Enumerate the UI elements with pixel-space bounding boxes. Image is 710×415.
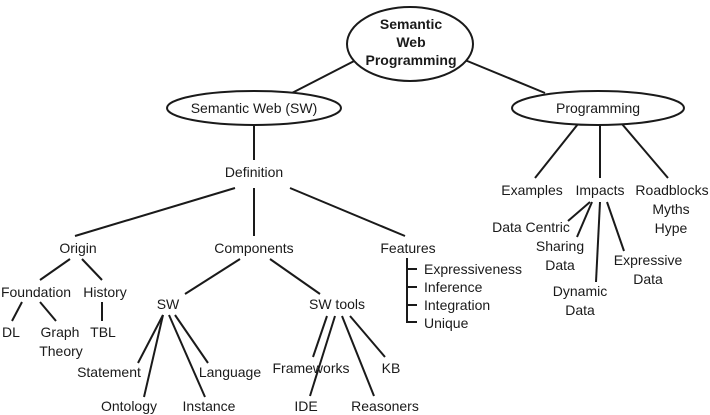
dynamic-data-label-line-2: Data — [565, 302, 595, 318]
dl-label: DL — [2, 324, 20, 340]
sw-label: SW — [157, 296, 180, 312]
edge-components-swtools — [269, 258, 321, 295]
root-label-line-2: Web — [396, 34, 425, 50]
edge-swtools-kb — [349, 315, 386, 358]
edge-impacts-datacentric — [567, 201, 591, 222]
expressive-data-label-line-1: Expressive — [614, 252, 683, 268]
edge-swtools-frameworks — [312, 315, 328, 358]
sharing-data-label-line-1: Sharing — [536, 238, 584, 254]
programming-node[interactable] — [511, 90, 685, 126]
root-node[interactable] — [346, 6, 474, 82]
feature-unique: Unique — [424, 315, 469, 331]
edge-swtools-reasoners — [341, 315, 375, 397]
origin-label: Origin — [59, 240, 96, 256]
myths-label: Myths — [652, 201, 689, 217]
data-centric-label: Data Centric — [492, 219, 570, 235]
edge-sw-instance — [168, 314, 206, 398]
edge-swtools-ide — [309, 315, 336, 397]
sw-tools-label: SW tools — [309, 296, 365, 312]
edge-sw-language — [174, 314, 209, 364]
edge-programming-roadblocks — [621, 123, 669, 179]
edge-root-programming — [459, 57, 546, 94]
statement-label: Statement — [77, 364, 141, 380]
dynamic-data-label-line-1: Dynamic — [553, 283, 607, 299]
edge-definition-origin — [74, 187, 236, 237]
semantic-web-label: Semantic Web (SW) — [191, 100, 318, 116]
feature-integration: Integration — [424, 297, 490, 313]
tbl-label: TBL — [90, 324, 116, 340]
impacts-label: Impacts — [575, 182, 624, 198]
frameworks-label: Frameworks — [272, 360, 349, 376]
edge-impacts-expressive — [606, 201, 625, 252]
examples-label: Examples — [501, 182, 562, 198]
edge-foundation-dl — [11, 301, 23, 322]
ontology-label: Ontology — [101, 398, 157, 414]
language-label: Language — [199, 364, 262, 380]
feature-inference: Inference — [424, 279, 483, 295]
edge-components-sw — [184, 258, 241, 295]
definition-label: Definition — [225, 164, 283, 180]
edge-sw-statement — [137, 314, 164, 364]
semantic-web-node[interactable] — [166, 90, 342, 126]
edge-foundation-graph — [39, 301, 57, 322]
feature-expressiveness: Expressiveness — [424, 261, 522, 277]
edge-root-semantic-web — [289, 57, 361, 95]
edge-origin-foundation — [39, 258, 71, 281]
edge-programming-examples — [534, 123, 579, 179]
foundation-label: Foundation — [1, 284, 71, 300]
edge-impacts-sharing — [576, 201, 593, 238]
reasoners-label: Reasoners — [351, 398, 419, 414]
edge-impacts-dynamic — [595, 201, 601, 283]
root-label-line-1: Semantic — [380, 16, 442, 32]
graph-theory-label-line-1: Graph — [41, 324, 80, 340]
expressive-data-label-line-2: Data — [633, 271, 663, 287]
roadblocks-label: Roadblocks — [635, 182, 708, 198]
hype-label: Hype — [655, 220, 688, 236]
ide-label: IDE — [294, 398, 317, 414]
edge-origin-history — [81, 258, 103, 281]
root-label-line-3: Programming — [365, 52, 456, 68]
edge-features-bracket — [406, 258, 417, 323]
graph-theory-label-line-2: Theory — [39, 343, 83, 359]
programming-label: Programming — [556, 100, 640, 116]
connectors — [11, 57, 669, 398]
instance-label: Instance — [183, 398, 236, 414]
edge-definition-features — [289, 187, 406, 237]
edge-sw-ontology — [143, 314, 164, 398]
sharing-data-label-line-2: Data — [545, 257, 575, 273]
kb-label: KB — [382, 360, 401, 376]
features-label: Features — [380, 240, 435, 256]
history-label: History — [83, 284, 127, 300]
components-label: Components — [214, 240, 293, 256]
